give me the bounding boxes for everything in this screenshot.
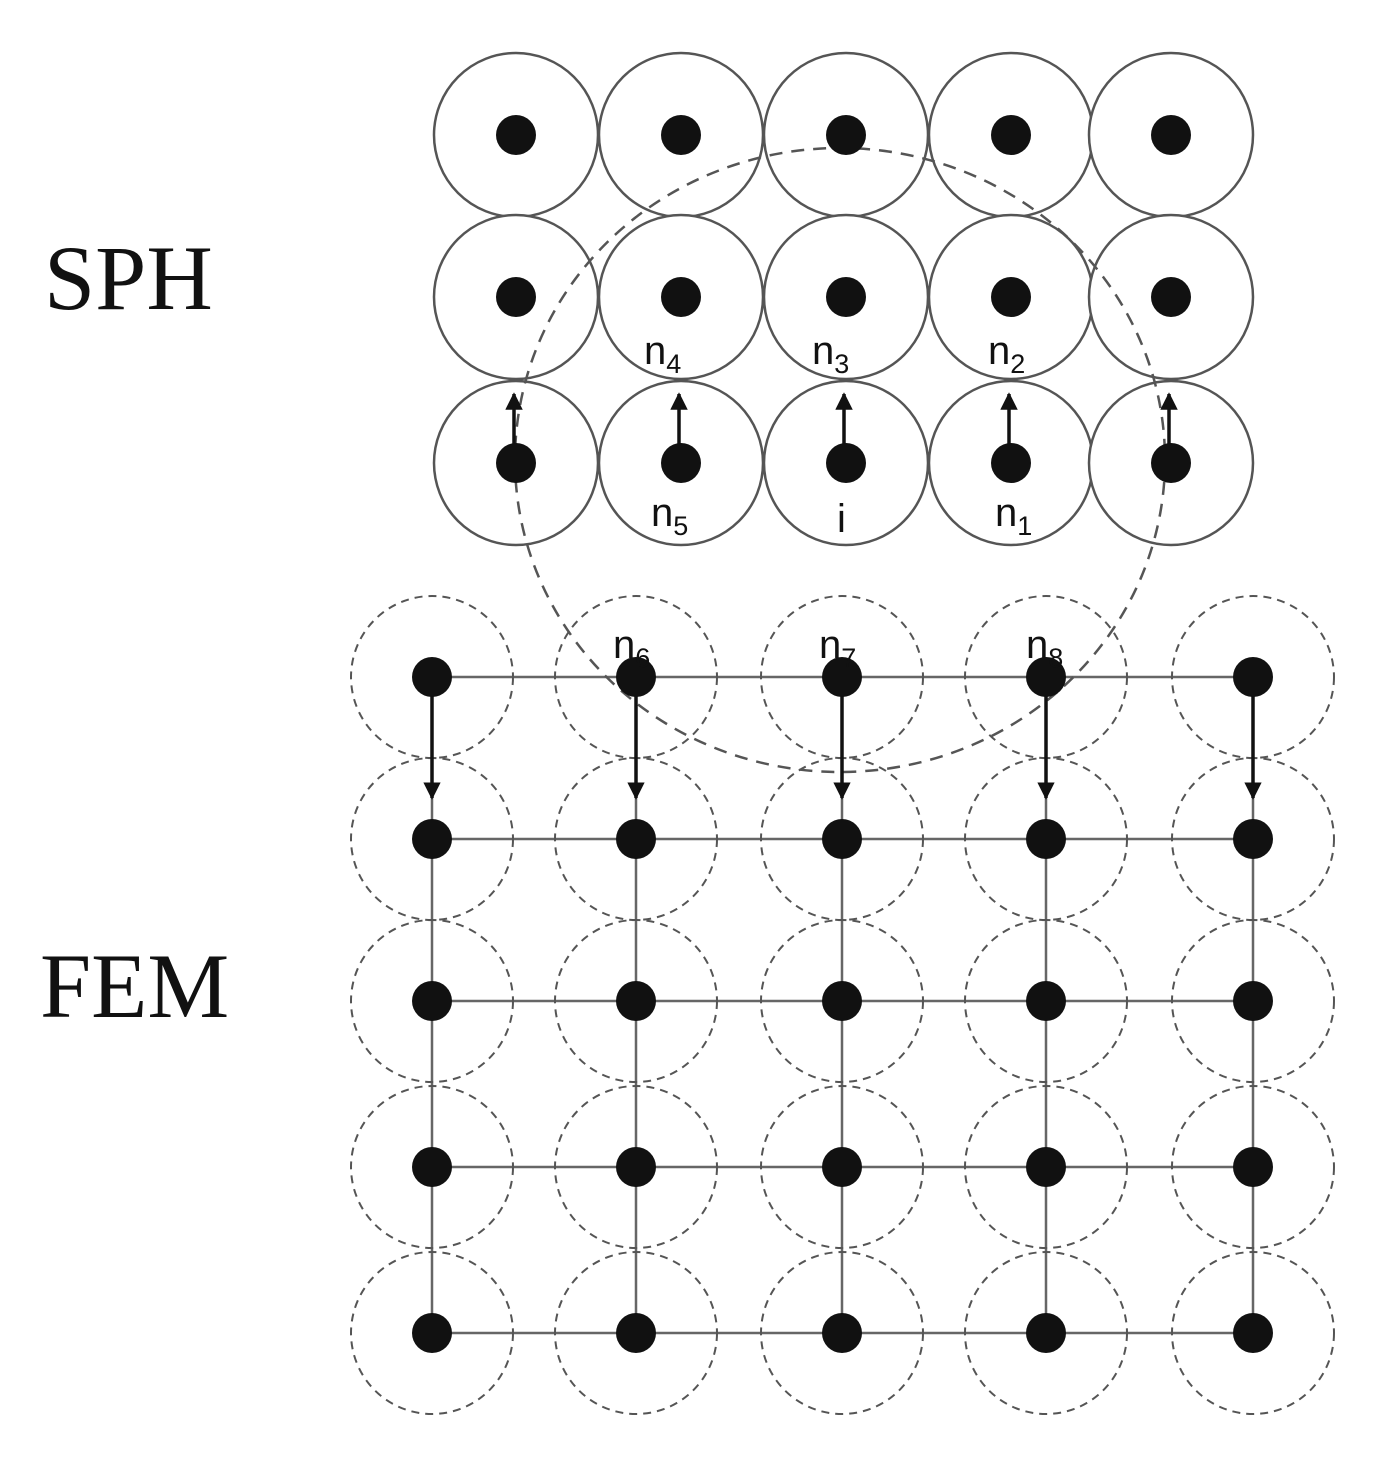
sph-particle-dot-r1-c4 xyxy=(991,115,1031,155)
fem-influence-circle-r5-c4 xyxy=(964,1251,1128,1415)
fem-node-dots xyxy=(412,657,1273,1353)
fem-node-dot-r3-c2 xyxy=(616,981,656,1021)
fem-influence-circle-r5-c1 xyxy=(350,1251,514,1415)
fem-node-dot-r4-c1 xyxy=(412,1147,452,1187)
fem-node-dot-r1-c3 xyxy=(822,657,862,697)
fem-node-dot-r3-c4 xyxy=(1026,981,1066,1021)
fem-influence-circle-r5-c3 xyxy=(760,1251,924,1415)
sph-particle-dot-r1-c1 xyxy=(496,115,536,155)
sph-particle-dot-r2-c3 xyxy=(826,277,866,317)
sph-particle-dot-r3-c5 xyxy=(1151,443,1191,483)
fem-influence-circle-r5-c2 xyxy=(554,1251,718,1415)
fem-node-dot-r3-c1 xyxy=(412,981,452,1021)
sph-particle-dot-r2-c2 xyxy=(661,277,701,317)
node-label-i: i xyxy=(837,497,846,541)
fem-node-dot-r2-c4 xyxy=(1026,819,1066,859)
fem-node-dot-r1-c1 xyxy=(412,657,452,697)
fem-influence-circle-r3-c5 xyxy=(1171,919,1335,1083)
sph-particle-dot-r1-c3 xyxy=(826,115,866,155)
node-label-n2: n2 xyxy=(988,329,1025,379)
sph-particle-dot-r2-c1 xyxy=(496,277,536,317)
fem-influence-circle-r4-c3 xyxy=(760,1085,924,1249)
fem-node-dot-r4-c4 xyxy=(1026,1147,1066,1187)
fem-label: FEM xyxy=(40,935,230,1037)
fem-node-dot-r2-c3 xyxy=(822,819,862,859)
fem-node-dot-r3-c5 xyxy=(1233,981,1273,1021)
fem-influence-circle-r5-c5 xyxy=(1171,1251,1335,1415)
sph-particle-dot-r2-c5 xyxy=(1151,277,1191,317)
fem-influence-circle-r3-c1 xyxy=(350,919,514,1083)
sph-particle-dot-r3-c1 xyxy=(496,443,536,483)
fem-influence-circle-r4-c5 xyxy=(1171,1085,1335,1249)
node-label-n7: n7 xyxy=(819,623,856,673)
fem-node-dot-r5-c5 xyxy=(1233,1313,1273,1353)
fem-node-dot-r2-c5 xyxy=(1233,819,1273,859)
fem-node-dot-r2-c2 xyxy=(616,819,656,859)
fem-influence-circle-r4-c4 xyxy=(964,1085,1128,1249)
node-label-n1: n1 xyxy=(995,491,1032,541)
node-label-n5: n5 xyxy=(651,491,688,541)
fem-node-dot-r5-c4 xyxy=(1026,1313,1066,1353)
sph-label: SPH xyxy=(44,227,213,329)
fem-node-dot-r1-c2 xyxy=(616,657,656,697)
node-label-n8: n8 xyxy=(1026,623,1063,673)
fem-influence-circle-r4-c1 xyxy=(350,1085,514,1249)
fem-node-dot-r1-c5 xyxy=(1233,657,1273,697)
sph-particle-dot-r3-c4 xyxy=(991,443,1031,483)
fem-node-dot-r3-c3 xyxy=(822,981,862,1021)
fem-node-dot-r2-c1 xyxy=(412,819,452,859)
fem-influence-circle-r3-c2 xyxy=(554,919,718,1083)
fem-node-dot-r5-c1 xyxy=(412,1313,452,1353)
sph-particle-dot-r1-c2 xyxy=(661,115,701,155)
sph-particle-dots xyxy=(496,115,1191,483)
fem-arrows xyxy=(423,690,1262,800)
fem-node-dot-r5-c2 xyxy=(616,1313,656,1353)
fem-influence-circle-r3-c3 xyxy=(760,919,924,1083)
node-label-n4: n4 xyxy=(644,329,681,379)
sph-particle-dot-r3-c3 xyxy=(826,443,866,483)
node-label-n3: n3 xyxy=(812,329,849,379)
fem-node-dot-r1-c4 xyxy=(1026,657,1066,697)
sph-particle-dot-r2-c4 xyxy=(991,277,1031,317)
node-label-n6: n6 xyxy=(613,623,650,673)
fem-node-dot-r4-c3 xyxy=(822,1147,862,1187)
fem-node-dot-r4-c5 xyxy=(1233,1147,1273,1187)
fem-influence-circle-r4-c2 xyxy=(554,1085,718,1249)
fem-node-dot-r5-c3 xyxy=(822,1313,862,1353)
fem-node-dot-r4-c2 xyxy=(616,1147,656,1187)
sph-particle-dot-r1-c5 xyxy=(1151,115,1191,155)
sph-particle-dot-r3-c2 xyxy=(661,443,701,483)
fem-influence-circle-r3-c4 xyxy=(964,919,1128,1083)
